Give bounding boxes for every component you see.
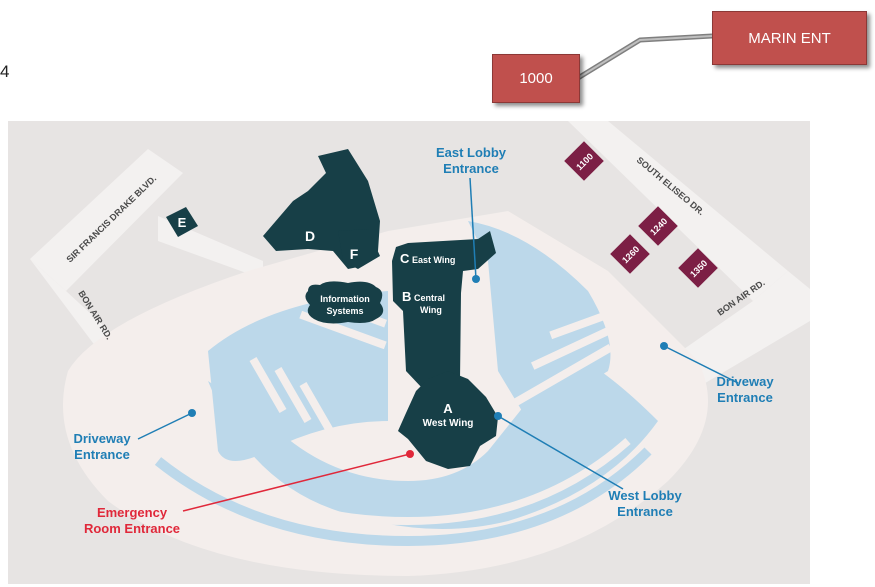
building-info-label-2: Systems [326,306,363,316]
driveway-right-label-1: Driveway [716,374,774,389]
callout-leader-line [576,33,713,81]
building-f-label: F [350,246,359,262]
campus-grounds [63,211,708,576]
campus-map: 1100 1240 1260 1350 E D F C East Wing B … [8,121,810,584]
road-sir-francis-drake [30,149,183,291]
building-f [338,229,380,269]
west-lobby-label-1: West Lobby [608,488,682,503]
building-information-systems [305,281,384,324]
entrance-markers [137,177,739,512]
driveway-left-label-1: Driveway [73,431,131,446]
west-lobby-dot [494,412,502,420]
building-b-name-1: Central [414,293,445,303]
callout-marin-ent: MARIN ENT [712,11,867,65]
page-number: 4 [0,62,10,81]
building-a [398,371,498,469]
driveway-left-label-2: Entrance [74,447,130,462]
emergency-room-label-2: Room Entrance [84,521,180,536]
west-lobby-label-2: Entrance [617,504,673,519]
east-lobby-dot [472,275,480,283]
east-lobby-label-2: Entrance [443,161,499,176]
entrance-labels: East Lobby Entrance Driveway Entrance Dr… [73,145,774,536]
building-c-name: East Wing [412,255,455,265]
building-a-letter: A [443,401,453,416]
callout-building-1000: 1000 [492,54,580,103]
east-lobby-label-1: East Lobby [436,145,507,160]
building-c-b [392,231,496,389]
building-e [166,207,198,237]
emergency-room-dot [406,450,414,458]
driveway-left-dot [188,409,196,417]
main-buildings: E D F C East Wing B Central Wing A West … [166,149,498,469]
building-e-label: E [178,215,187,230]
building-c-letter: C [400,251,410,266]
offsite-buildings: 1100 1240 1260 1350 [564,141,718,288]
building-b-letter: B [402,289,411,304]
building-info-label-1: Information [320,294,370,304]
building-b-name-2: Wing [420,305,442,315]
road-south-eliseo [568,121,788,301]
driveway-right-label-2: Entrance [717,390,773,405]
driveway-right-dot [660,342,668,350]
building-a-name: West Wing [423,418,474,429]
building-d-label: D [305,228,315,244]
emergency-room-label-1: Emergency [97,505,168,520]
